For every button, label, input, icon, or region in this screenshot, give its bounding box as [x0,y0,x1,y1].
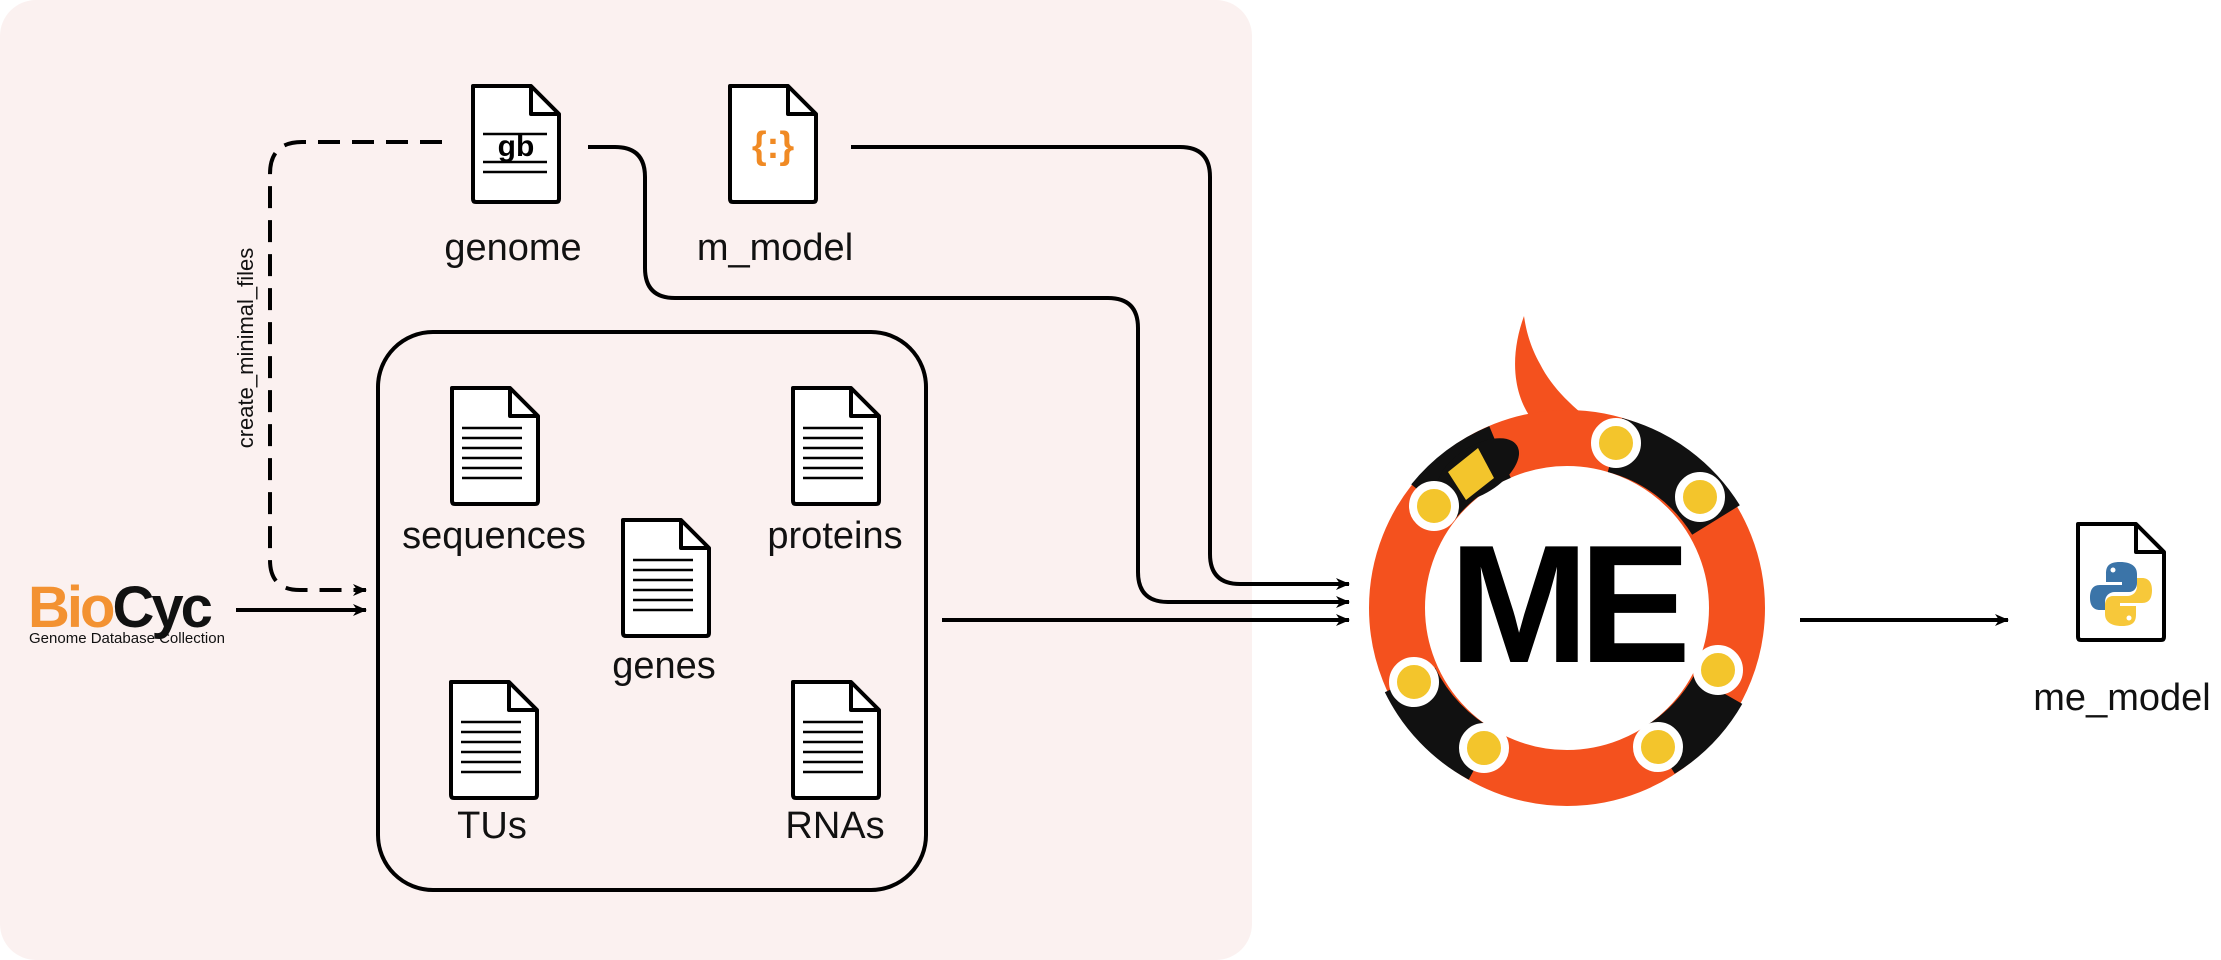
m-model-to-me-edge [851,145,1350,590]
biocyc-subtitle: Genome Database Collection [29,630,225,647]
genome-file-icon: gb [471,84,561,204]
me-logo: ME [1369,316,1765,806]
genome-label: genome [444,227,581,269]
me-model-label: me_model [2033,677,2210,719]
create-minimal-files-edge [268,140,442,596]
biocyc-files-box [376,330,928,892]
biocyc-logo: BioCyc Genome Database Collection [28,575,225,647]
genome-icon-text: gb [498,130,535,163]
svg-text:BioCyc: BioCyc [28,575,212,640]
tus-file-icon [449,680,539,800]
proteins-label: proteins [767,515,902,557]
sequences-label: sequences [402,515,586,557]
genome-to-me-edge [588,145,1350,608]
inputs-panel [0,0,1252,960]
m-model-icon-text: {:} [752,125,794,167]
m-model-label: m_model [697,227,853,269]
tus-label: TUs [457,805,527,847]
genes-label: genes [612,645,716,687]
me-logo-text: ME [1449,510,1685,698]
biocyc-name-bio: Bio [28,575,114,640]
rnas-label: RNAs [785,805,884,847]
python-icon [2076,522,2166,642]
biocyc-name-cyc: Cyc [112,575,211,640]
genes-file-icon [621,518,711,638]
rnas-file-icon [791,680,881,800]
create-minimal-files-label: create_minimal_files [233,248,258,449]
m-model-file-icon: {:} [728,84,818,204]
proteins-file-icon [791,386,881,506]
sequences-file-icon [450,386,540,506]
